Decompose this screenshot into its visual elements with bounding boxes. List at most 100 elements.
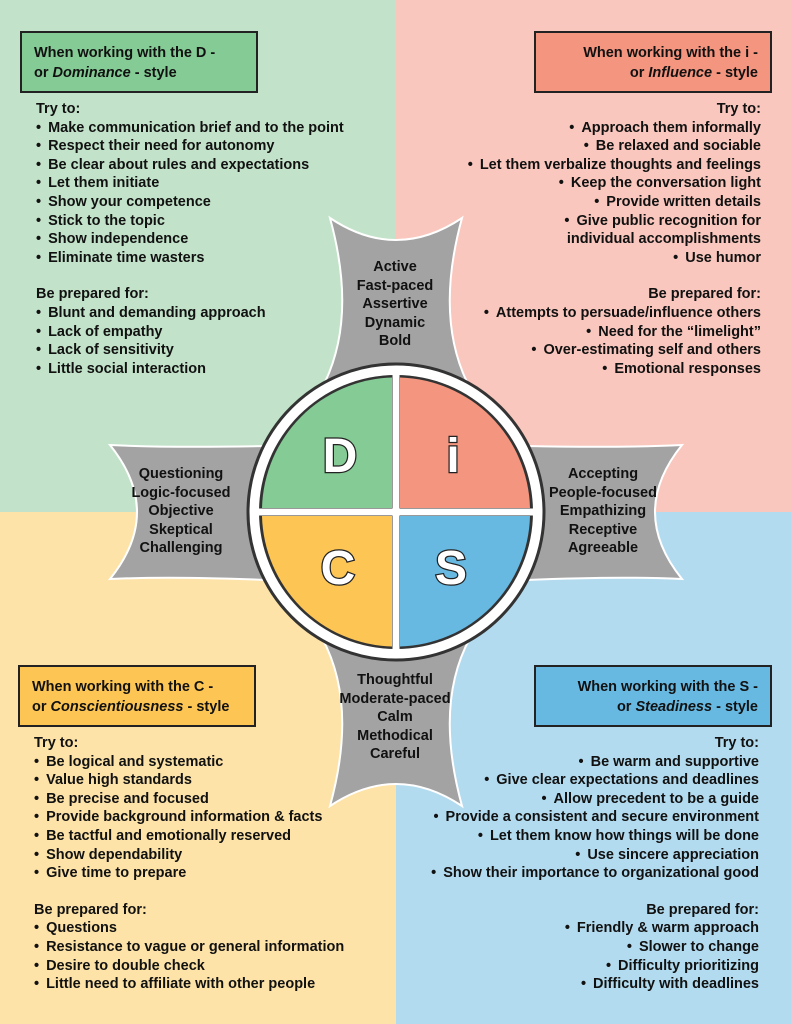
list-item: Be precise and focused (34, 790, 344, 809)
s-style-header: When working with the S - or Steadiness … (534, 665, 772, 727)
arm-trait: Challenging (139, 540, 223, 557)
prepared-list: Attempts to persuade/influence others Ne… (468, 304, 761, 378)
list-item: Show their importance to organizational … (431, 864, 759, 883)
try-list: Make communication brief and to the poin… (36, 119, 344, 268)
list-item: Emotional responses (468, 360, 761, 379)
d-style-header: When working with the D - or Dominance -… (20, 31, 258, 93)
prepared-list: Friendly & warm approach Slower to chang… (431, 919, 759, 993)
list-item: Value high standards (34, 771, 344, 790)
arm-left-traits: Questioning Logic-focused Objective Skep… (116, 465, 246, 558)
arm-trait: Calm (377, 709, 413, 726)
list-item: Difficulty with deadlines (431, 975, 759, 994)
list-item: Use humor (468, 249, 761, 268)
prepared-label: Be prepared for: (648, 286, 761, 303)
list-item: Approach them informally (468, 119, 761, 138)
arm-bottom-traits: Thoughtful Moderate-paced Calm Methodica… (330, 671, 460, 764)
list-item: Provide background information & facts (34, 808, 344, 827)
header-line: or Conscientiousness - style (32, 697, 242, 717)
try-label: Try to: (714, 735, 759, 751)
header-prefix: or (616, 699, 636, 715)
try-label: Try to: (716, 101, 761, 117)
c-advice: Try to: Be logical and systematic Value … (34, 734, 344, 994)
header-prefix: or (629, 65, 649, 81)
try-list: Approach them informally Be relaxed and … (468, 119, 761, 268)
list-item: Eliminate time wasters (36, 249, 344, 268)
d-advice: Try to: Make communication brief and to … (36, 100, 344, 378)
list-item: Let them verbalize thoughts and feelings (468, 156, 761, 175)
list-item: Need for the “limelight” (468, 323, 761, 342)
arm-trait: Accepting (567, 466, 639, 482)
list-item: Give time to prepare (34, 864, 344, 883)
header-line: or Dominance - style (34, 63, 244, 83)
list-item: Show independence (36, 230, 344, 249)
arm-trait: Fast-paced (356, 277, 434, 294)
list-item: Respect their need for autonomy (36, 137, 344, 156)
list-item: Resistance to vague or general informati… (34, 938, 344, 957)
arm-trait: Assertive (362, 296, 428, 313)
prepared-label: Be prepared for: (34, 901, 147, 918)
list-item: Slower to change (431, 938, 759, 957)
try-label: Try to: (36, 101, 81, 117)
c-letter: C (321, 542, 356, 595)
i-style-header: When working with the i - or Influence -… (534, 31, 772, 93)
list-item: Give clear expectations and deadlines (431, 771, 759, 790)
arm-trait: Agreeable (567, 540, 639, 557)
style-name: Conscientiousness (50, 699, 184, 715)
list-item: Keep the conversation light (468, 174, 761, 193)
list-item: Difficulty prioritizing (431, 957, 759, 976)
header-line: or Steadiness - style (548, 697, 758, 717)
arm-trait: Empathizing (559, 503, 647, 520)
list-item: Little need to affiliate with other peop… (34, 975, 344, 994)
arm-trait: Methodical (357, 727, 433, 744)
s-advice: Try to: Be warm and supportive Give clea… (431, 734, 759, 994)
arm-right-traits: Accepting People-focused Empathizing Rec… (538, 465, 668, 558)
list-item: Make communication brief and to the poin… (36, 119, 344, 138)
prepared-label: Be prepared for: (36, 286, 149, 303)
arm-top-traits: Active Fast-paced Assertive Dynamic Bold (330, 258, 460, 351)
list-item: Give public recognition for (468, 212, 762, 231)
header-line: When working with the C - (32, 679, 214, 695)
header-suffix: - style (712, 699, 758, 715)
list-item: Be warm and supportive (431, 753, 759, 772)
c-style-header: When working with the C - or Conscientio… (18, 665, 256, 727)
arm-trait: Dynamic (364, 314, 426, 331)
d-wedge (262, 377, 392, 508)
style-name: Steadiness (635, 699, 713, 715)
list-item: Be logical and systematic (34, 753, 344, 772)
list-item: Over-estimating self and others (468, 341, 761, 360)
arm-trait: Thoughtful (357, 672, 433, 688)
prepared-list: Questions Resistance to vague or general… (34, 919, 344, 993)
list-item: Be clear about rules and expectations (36, 156, 344, 175)
list-item: Blunt and demanding approach (36, 304, 344, 323)
s-wedge (400, 516, 530, 647)
try-list: Be warm and supportive Give clear expect… (431, 753, 759, 883)
style-name: Influence (648, 65, 713, 81)
list-item: Use sincere appreciation (431, 846, 759, 865)
list-item: Friendly & warm approach (431, 919, 759, 938)
header-prefix: or (34, 65, 53, 81)
header-suffix: - style (130, 65, 177, 81)
list-item: Show dependability (34, 846, 344, 865)
try-label: Try to: (34, 735, 79, 751)
list-item: Let them initiate (36, 174, 344, 193)
header-suffix: - style (712, 65, 758, 81)
prepared-list: Blunt and demanding approach Lack of emp… (36, 304, 344, 378)
list-item: Desire to double check (34, 957, 344, 976)
list-item: Attempts to persuade/influence others (468, 304, 761, 323)
list-item: Stick to the topic (36, 212, 344, 231)
try-list: Be logical and systematic Value high sta… (34, 753, 344, 883)
i-letter: i (446, 430, 459, 483)
i-wedge (400, 377, 530, 508)
list-item: Lack of sensitivity (36, 341, 344, 360)
header-suffix: - style (183, 699, 230, 715)
list-item: Be relaxed and sociable (468, 137, 761, 156)
arm-trait: Logic-focused (131, 484, 231, 501)
list-item-continuation: individual accomplishments (566, 231, 761, 248)
arm-trait: Receptive (568, 521, 638, 538)
arm-trait: Bold (378, 333, 412, 350)
header-line: When working with the S - (577, 679, 758, 695)
list-item: Show your competence (36, 193, 344, 212)
d-letter: D (323, 430, 358, 483)
c-wedge (262, 516, 392, 647)
